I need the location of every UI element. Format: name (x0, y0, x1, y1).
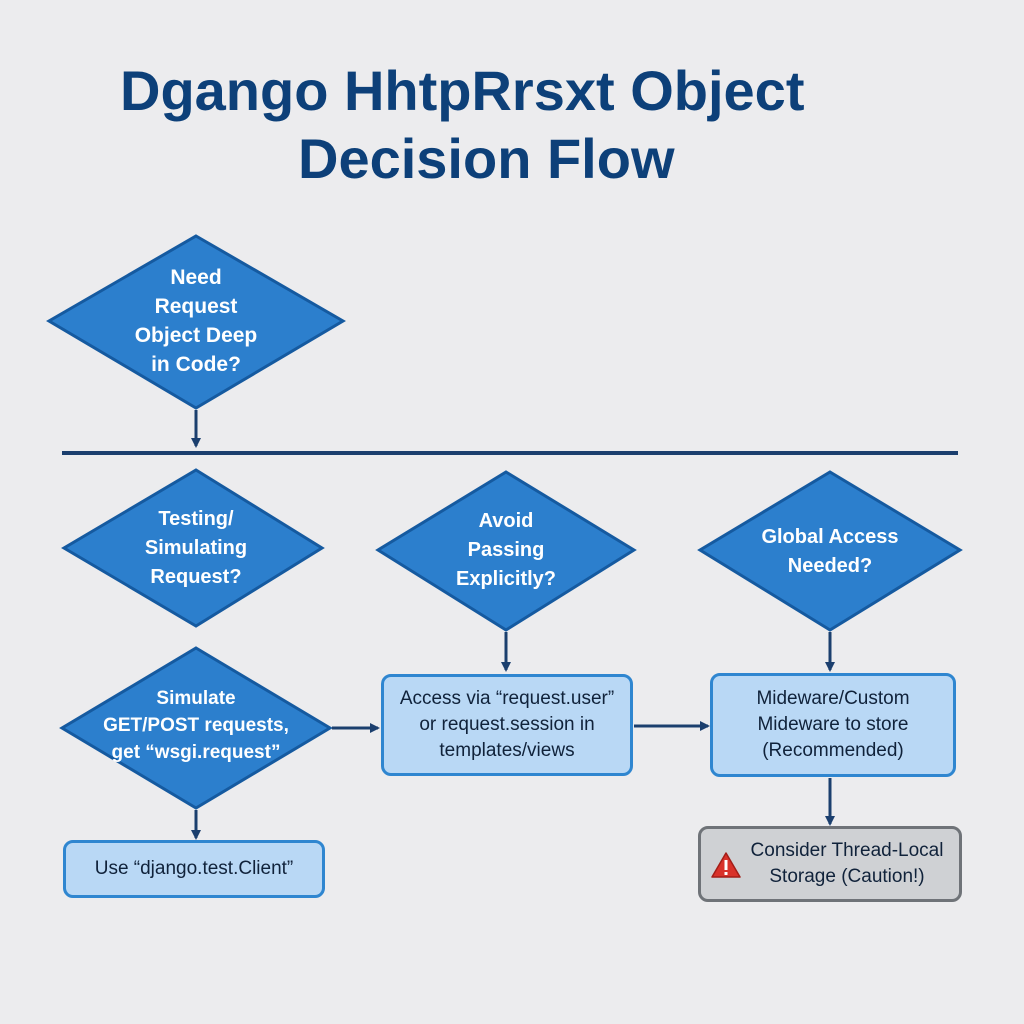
global-decision-label: Global Access Needed? (761, 526, 899, 577)
avoid-decision-diamond (375, 470, 637, 632)
access-via-request-box: Access via “request.user” or request.ses… (381, 674, 633, 776)
testing-decision-label: Testing/ Simulating Request? (144, 507, 248, 588)
title-line-1: Dgango HhtpRrsxt Object (120, 59, 805, 122)
django-test-client-box: Use “django.test.Client” (63, 840, 325, 898)
simulate-decision-label: Simulate GET/POST requests, get “wsgi.re… (103, 687, 289, 763)
middleware-box: Mideware/Custom Mideware to store (Recom… (710, 673, 956, 777)
avoid-decision-label: Avoid Passing Explicitly? (455, 509, 557, 590)
root-decision-label: Need Request Object Deep in Code? (134, 266, 258, 376)
warning-icon (711, 852, 741, 878)
testing-decision-diamond (61, 468, 325, 628)
global-decision-diamond (697, 470, 963, 632)
simulate-decision-diamond (59, 646, 333, 810)
thread-local-warning-label: Consider Thread-Local Storage (Caution!) (750, 840, 944, 887)
thread-local-warning-box: Consider Thread-Local Storage (Caution!) (698, 826, 962, 902)
root-decision-diamond (46, 234, 346, 410)
title-line-2: Decision Flow (298, 127, 675, 190)
